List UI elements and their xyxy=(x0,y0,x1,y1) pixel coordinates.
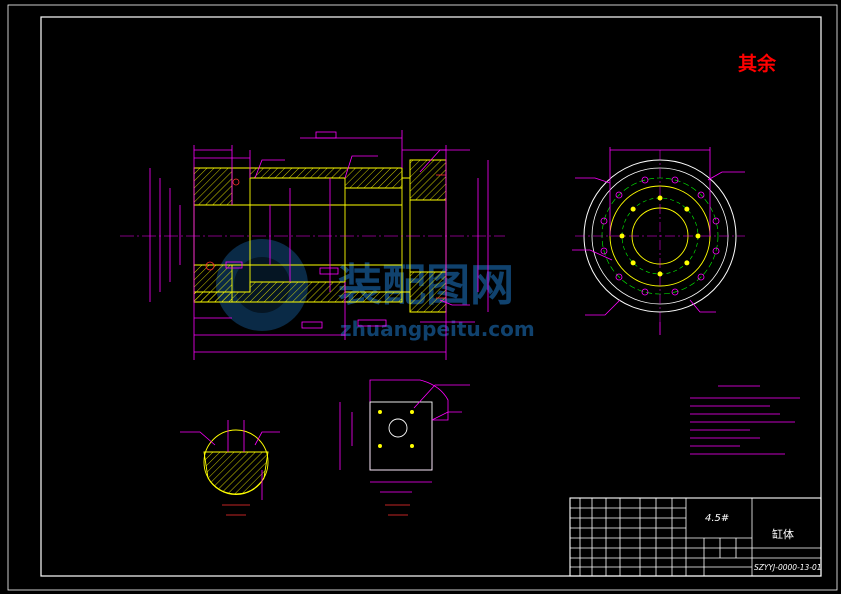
main-section-view xyxy=(120,130,505,360)
outer-bolt-hole xyxy=(615,191,623,199)
left-flange-bottom-hatch xyxy=(193,264,233,303)
title-block: 4.5# 缸体 SZYYJ-0000-13-01 xyxy=(569,497,822,577)
outer-bolt-hole xyxy=(697,273,705,281)
inner-bolt-hole xyxy=(684,260,690,266)
right-flange-top-hatch xyxy=(409,159,447,201)
drawing-frame xyxy=(40,16,822,577)
roughness-stamp: 其余 xyxy=(738,52,777,75)
outer-bolt-hole xyxy=(712,217,720,225)
outer-bolt-hole xyxy=(671,176,679,184)
inner-bolt-hole xyxy=(630,206,636,212)
section-a-hatch xyxy=(203,451,269,495)
title-part-name: 缸体 xyxy=(772,527,794,541)
sheet-border xyxy=(7,4,838,591)
inner-bolt-hole xyxy=(684,206,690,212)
inner-bolt-hole xyxy=(657,195,663,201)
inner-bolt-hole xyxy=(619,233,625,239)
inner-bolt-hole xyxy=(695,233,701,239)
section-a-view xyxy=(180,420,280,516)
title-material: 4.5# xyxy=(705,513,729,524)
right-flange-bottom-hatch xyxy=(409,271,447,313)
inner-bolt-hole xyxy=(630,260,636,266)
flange-plate xyxy=(369,401,433,471)
outer-bolt-hole xyxy=(600,217,608,225)
left-flange-hatch xyxy=(193,167,233,206)
title-drawing-no: SZYYJ-0000-13-01 xyxy=(754,563,822,572)
outer-bolt-hole xyxy=(712,247,720,255)
outer-bolt-hole xyxy=(641,176,649,184)
watermark-url: zhuangpeitu.com xyxy=(340,317,535,341)
outer-bolt-hole xyxy=(615,273,623,281)
outer-bolt-hole xyxy=(600,247,608,255)
inner-bolt-hole xyxy=(657,271,663,277)
outer-bolt-hole xyxy=(641,288,649,296)
bolt-holes xyxy=(600,176,720,296)
technical-notes xyxy=(690,385,800,455)
section-b-view xyxy=(339,379,470,516)
outer-bolt-hole xyxy=(671,288,679,296)
main-dimensions xyxy=(149,130,489,360)
outer-bolt-hole xyxy=(697,191,705,199)
end-view xyxy=(572,147,745,335)
